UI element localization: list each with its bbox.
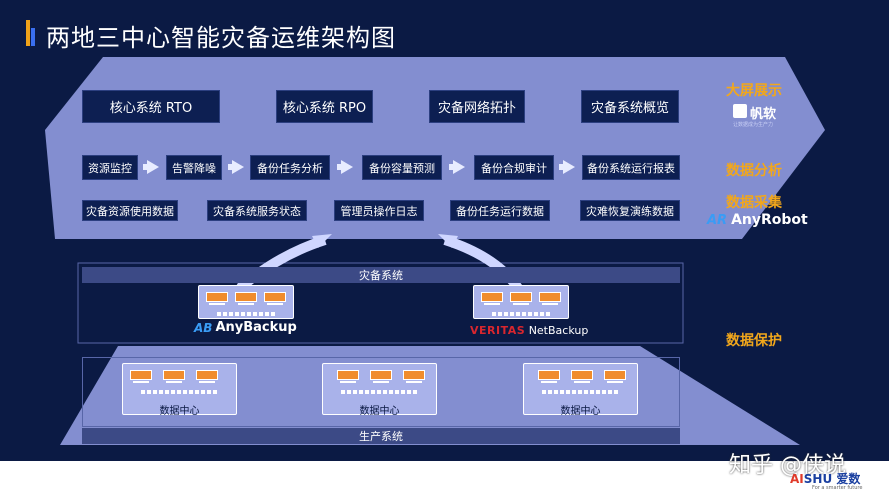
box-run-report: 备份系统运行报表 — [582, 155, 680, 180]
box-capacity-forecast: 备份容量预测 — [362, 155, 442, 180]
box-backup-task-analysis: 备份任务分析 — [250, 155, 330, 180]
flow-arrow-3 — [337, 160, 353, 174]
datacenter-label: 数据中心 — [560, 406, 601, 417]
app-chip — [196, 370, 218, 383]
datacenter-2: 数据中心 — [322, 363, 437, 417]
netbackup-server — [473, 285, 569, 319]
production-system-band: 生产系统 — [82, 428, 680, 444]
app-chip — [370, 370, 392, 383]
aishu-brand-c: 爱数 — [836, 472, 861, 486]
box-resource-monitor: 资源监控 — [82, 155, 138, 180]
datacenter-label: 数据中心 — [159, 406, 200, 417]
datacenter-label: 数据中心 — [359, 406, 400, 417]
box-admin-log: 管理员操作日志 — [334, 200, 424, 221]
rack-stripe — [492, 312, 550, 316]
anybackup-mark-icon: AB — [194, 320, 213, 335]
box-dr-resource-data: 灾备资源使用数据 — [82, 200, 178, 221]
box-core-rto: 核心系统 RTO — [82, 90, 220, 123]
app-chip — [235, 292, 257, 305]
veritas-netbackup-logo: VERITAS NetBackup — [470, 324, 588, 337]
anyrobot-logo: AR AnyRobot — [707, 212, 808, 228]
label-analysis: 数据分析 — [726, 163, 782, 179]
box-drill-data: 灾难恢复演练数据 — [580, 200, 680, 221]
box-dr-network: 灾备网络拓扑 — [429, 90, 525, 123]
label-display: 大屏展示 — [726, 83, 782, 99]
datacenter-3: 数据中心 — [523, 363, 638, 417]
fanruan-tagline: 让数据成为生产力 — [733, 122, 774, 128]
app-chip — [571, 370, 593, 383]
watermark-text: 知乎 @侠说 — [729, 453, 846, 478]
dr-system-band: 灾备系统 — [82, 267, 680, 283]
app-chip — [206, 292, 228, 305]
arrowhead-right — [438, 234, 458, 248]
app-chip — [337, 370, 359, 383]
rack-stripe — [141, 390, 218, 394]
flow-arrow-1 — [143, 160, 159, 174]
veritas-name: VERITAS — [470, 324, 526, 337]
app-chip — [163, 370, 185, 383]
label-protect: 数据保护 — [726, 333, 782, 349]
box-dr-service-status: 灾备系统服务状态 — [207, 200, 307, 221]
anybackup-server — [198, 285, 294, 319]
fanruan-icon — [733, 104, 747, 118]
app-chip — [538, 370, 560, 383]
box-core-rpo: 核心系统 RPO — [276, 90, 373, 123]
label-collect: 数据采集 — [726, 195, 782, 211]
app-chip — [481, 292, 503, 305]
production-zone — [82, 357, 680, 427]
fanruan-logo: 帆软 让数据成为生产力 — [733, 103, 785, 129]
app-chip — [539, 292, 561, 305]
app-chip — [130, 370, 152, 383]
flow-arrow-4 — [449, 160, 465, 174]
anybackup-name: AnyBackup — [215, 320, 297, 335]
page-title: 两地三中心智能灾备运维架构图 — [46, 24, 396, 52]
app-chip — [510, 292, 532, 305]
slide-canvas: 两地三中心智能灾备运维架构图 核心系统 RTO 核心系统 RPO 灾备网络拓扑 … — [0, 0, 889, 461]
app-chip — [604, 370, 626, 383]
protection-plane — [77, 262, 684, 344]
anyrobot-name: AnyRobot — [731, 212, 808, 228]
arrowhead-left — [312, 234, 332, 248]
rack-stripe — [542, 390, 619, 394]
fanruan-name: 帆软 — [750, 107, 777, 122]
rack-stripe — [341, 390, 418, 394]
anyrobot-mark-icon: AR — [707, 212, 728, 228]
box-compliance-audit: 备份合规审计 — [474, 155, 554, 180]
netbackup-name: NetBackup — [528, 324, 589, 337]
flow-arrow-5 — [559, 160, 575, 174]
title-accent-blue — [31, 28, 35, 46]
anybackup-logo: AB AnyBackup — [194, 320, 297, 335]
rack-stripe — [217, 312, 275, 316]
aishu-brand-b: SHU — [803, 472, 833, 486]
aishu-brand-a: AI — [790, 472, 804, 486]
box-alert-denoise: 告警降噪 — [166, 155, 222, 180]
datacenter-1: 数据中心 — [122, 363, 237, 417]
flow-arrow-2 — [228, 160, 244, 174]
box-dr-overview: 灾备系统概览 — [581, 90, 679, 123]
aishu-logo: AISHU 爱数 — [790, 470, 860, 487]
app-chip — [403, 370, 425, 383]
aishu-tagline: For a smarter future — [812, 485, 863, 491]
title-accent-orange — [26, 20, 30, 46]
app-chip — [264, 292, 286, 305]
box-backup-task-data: 备份任务运行数据 — [450, 200, 550, 221]
